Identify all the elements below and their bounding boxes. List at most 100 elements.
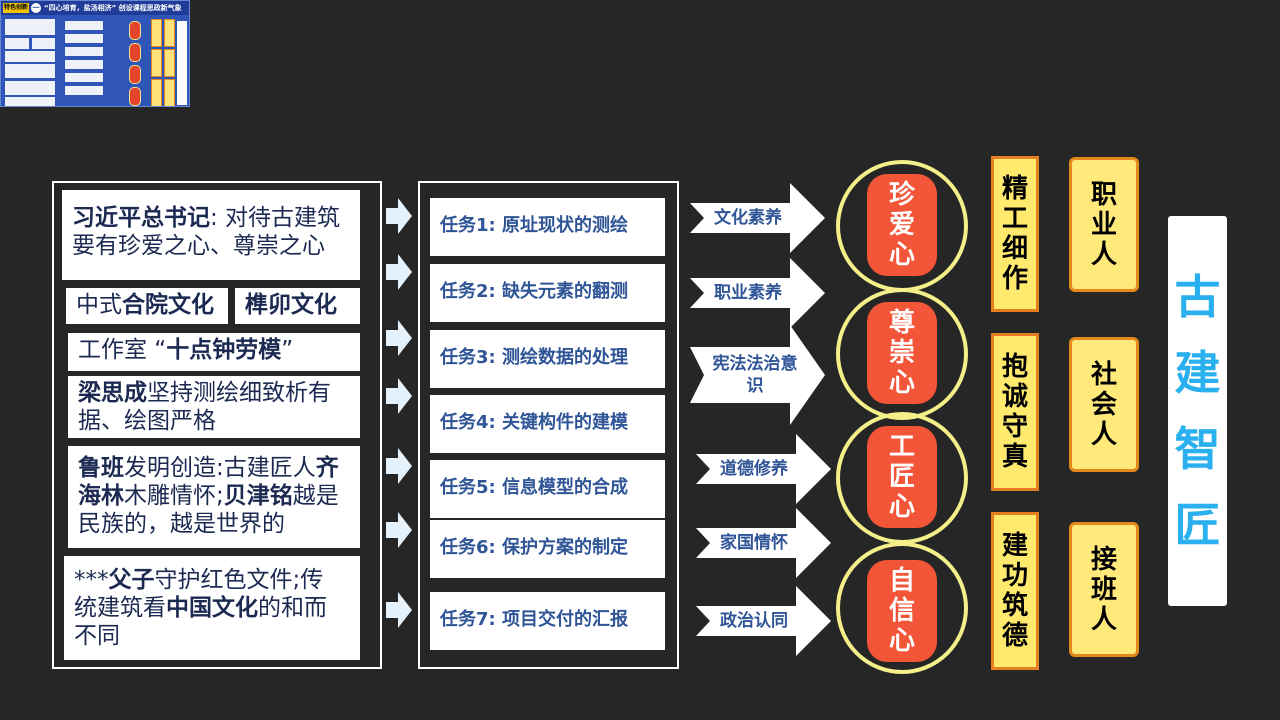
task-item-4: 任务4: 关键构件的建模 xyxy=(430,395,665,453)
quote-fs-line3: 不同 xyxy=(74,623,120,649)
arrow-politics: 政治认同 xyxy=(696,586,831,656)
quote-xi: 习近平总书记: 对待古建筑 要有珍爱之心、尊崇之心 xyxy=(62,190,360,280)
thumbnail-shape xyxy=(65,73,103,82)
role-professional-label: 职业人 xyxy=(1090,179,1117,270)
thumbnail-shape xyxy=(164,19,175,47)
thumbnail-title-bar xyxy=(1,1,189,15)
thumbnail-number: 一 xyxy=(31,3,41,13)
arrow-profession: 职业素养 xyxy=(690,258,825,328)
quote-mortise-bold: 榫卯文化 xyxy=(245,292,337,318)
quality-achievement: 建功筑德 xyxy=(991,512,1039,670)
quote-fs-line2b: 中国文化 xyxy=(166,595,258,621)
thumbnail-shape xyxy=(164,49,175,77)
quote-courtyard: 中式合院文化 xyxy=(66,288,228,324)
quote-fs-line2a: 统建筑看 xyxy=(74,595,166,621)
quote-studio-end: ” xyxy=(281,337,294,363)
heart-respect: 尊崇心 xyxy=(867,302,937,404)
chevron-right-icon xyxy=(386,320,412,356)
quote-liang-text: 坚持测绘细致析有 xyxy=(147,380,331,406)
quote-xi-text: : 对待古建筑 xyxy=(210,205,341,231)
thumbnail-shape xyxy=(129,43,141,62)
thumbnail-title: “四心培育，盐汤相济” 创设课程思政新气象 xyxy=(44,4,182,12)
quote-courtyard-text: 中式 xyxy=(76,292,122,318)
arrow-culture: 文化素养 xyxy=(690,183,825,253)
heart-treasure: 珍爱心 xyxy=(867,174,937,276)
heart-craftsman: 工匠心 xyxy=(867,426,937,528)
thumbnail-shape xyxy=(5,38,29,49)
goal-label: 古建智匠 xyxy=(1174,270,1221,552)
quote-luban-line2b: 木雕情怀; xyxy=(124,483,224,509)
arrow-label: 政治认同 xyxy=(720,611,788,631)
heart-craftsman-label: 工匠心 xyxy=(888,432,915,522)
quality-precision: 精工细作 xyxy=(991,156,1039,312)
left-frame xyxy=(52,181,382,669)
thumbnail-shape xyxy=(5,19,55,35)
heart-confidence-label: 自信心 xyxy=(888,566,915,656)
thumbnail-shape xyxy=(65,21,103,30)
quote-liang-line2: 据、绘图严格 xyxy=(78,408,216,434)
thumbnail-shape xyxy=(5,81,55,95)
heart-confidence: 自信心 xyxy=(867,560,937,662)
quote-luban-bold: 鲁班 xyxy=(78,455,124,481)
quote-fs-bold: 父子 xyxy=(108,567,155,593)
quote-luban-line3: 民族的，越是世界的 xyxy=(78,511,285,537)
quote-studio: 工作室 “十点钟劳模” xyxy=(68,333,360,371)
task-item-1: 任务1: 原址现状的测绘 xyxy=(430,198,665,256)
thumbnail-shape xyxy=(129,87,141,106)
heart-treasure-label: 珍爱心 xyxy=(888,180,915,270)
thumbnail-shape xyxy=(177,21,187,105)
thumbnail-shape xyxy=(65,60,103,69)
thumbnail-shape xyxy=(129,65,141,84)
task-item-6: 任务6: 保护方案的制定 xyxy=(430,520,665,578)
role-successor-label: 接班人 xyxy=(1090,544,1117,635)
thumbnail-shape xyxy=(65,34,103,43)
task-item-7: 任务7: 项目交付的汇报 xyxy=(430,592,665,650)
quote-fs-line2c: 的和而 xyxy=(258,595,327,621)
task-frame xyxy=(418,181,679,669)
quality-integrity-label: 抱诚守真 xyxy=(1001,352,1028,472)
quote-luban-line2c: 贝津铭 xyxy=(223,483,293,509)
arrow-label: 道德修养 xyxy=(720,459,788,479)
thumbnail-shape xyxy=(5,64,55,78)
arrow-label: 职业素养 xyxy=(714,283,782,303)
role-social: 社会人 xyxy=(1069,337,1139,472)
heart-ring-4 xyxy=(836,542,968,674)
arrow-label: 宪法法治意识 xyxy=(712,354,798,396)
role-professional: 职业人 xyxy=(1069,157,1139,292)
thumbnail-shape xyxy=(5,51,55,62)
quote-xi-line2: 要有珍爱之心、尊崇之心 xyxy=(72,233,325,259)
thumbnail-shape xyxy=(65,47,103,56)
quote-studio-text: 工作室 “ xyxy=(78,337,167,363)
quote-liang-bold: 梁思成 xyxy=(78,380,147,406)
quality-integrity: 抱诚守真 xyxy=(991,333,1039,491)
quote-father-son: ***父子守护红色文件;传 统建筑看中国文化的和而 不同 xyxy=(64,556,360,660)
quote-luban-text: 发明创造:古建匠人 xyxy=(124,455,316,481)
quote-studio-bold: 十点钟劳模 xyxy=(166,337,282,363)
quote-luban-line2a: 海林 xyxy=(78,483,124,509)
quote-luban: 鲁班发明创造:古建匠人齐 海林木雕情怀;贝津铭越是 民族的，越是世界的 xyxy=(68,446,360,548)
chevron-right-icon xyxy=(386,512,412,548)
thumbnail-shape xyxy=(65,86,103,95)
role-social-label: 社会人 xyxy=(1090,359,1117,450)
quote-luban-bold2: 齐 xyxy=(315,455,339,481)
chevron-right-icon xyxy=(386,254,412,290)
chevron-right-icon xyxy=(386,198,412,234)
heart-respect-label: 尊崇心 xyxy=(888,308,915,398)
thumbnail-shape xyxy=(151,19,162,47)
quote-fs-text: 守护红色文件;传 xyxy=(154,567,324,593)
task-item-2: 任务2: 缺失元素的翻测 xyxy=(430,264,665,322)
slide-thumbnail[interactable]: 特色创新 一 “四心培育，盐汤相济” 创设课程思政新气象 xyxy=(0,0,190,107)
quote-mortise: 榫卯文化 xyxy=(235,288,360,324)
chevron-right-icon xyxy=(386,592,412,628)
goal-box: 古建智匠 xyxy=(1168,216,1227,606)
quote-liang: 梁思成坚持测绘细致析有 据、绘图严格 xyxy=(68,376,360,438)
arrow-morality: 道德修养 xyxy=(696,434,831,504)
thumbnail-shape xyxy=(32,38,55,49)
thumbnail-shape xyxy=(151,49,162,77)
quality-precision-label: 精工细作 xyxy=(1001,174,1028,294)
thumbnail-shape xyxy=(129,21,141,40)
quality-achievement-label: 建功筑德 xyxy=(1001,531,1028,651)
thumbnail-shape xyxy=(164,79,175,106)
thumbnail-shape xyxy=(5,97,55,106)
arrow-patriotism: 家国情怀 xyxy=(696,508,831,578)
